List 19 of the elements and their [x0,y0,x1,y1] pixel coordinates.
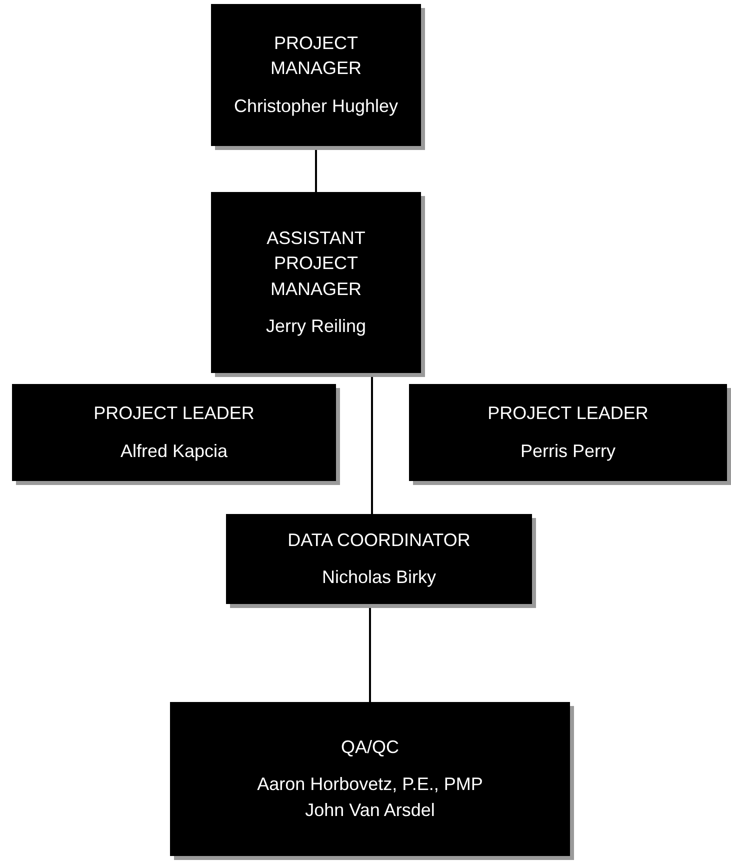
role-title: DATA COORDINATOR [286,528,472,552]
person-name: Nicholas Birky [322,566,436,589]
role-box [409,384,727,481]
role-title: PROJECT LEADER [486,402,650,426]
role-box [211,192,421,373]
role-title: QA/QC [340,736,400,760]
role-box [226,514,532,604]
person-name: Christopher Hughley [234,94,398,118]
role-title: PROJECT MANAGER [269,32,362,80]
person-name: John Van Arsdel [305,798,435,822]
role-title: ASSISTANT PROJECT MANAGER [266,227,366,300]
person-name: Jerry Reiling [266,314,366,338]
role-title: PROJECT LEADER [92,402,256,426]
role-box [211,4,421,146]
person-name: Aaron Horbovetz, P.E., PMP [257,773,483,796]
person-name: Perris Perry [520,440,616,463]
role-box [170,702,570,856]
person-name: Alfred Kapcia [120,440,228,463]
role-box [12,384,336,481]
